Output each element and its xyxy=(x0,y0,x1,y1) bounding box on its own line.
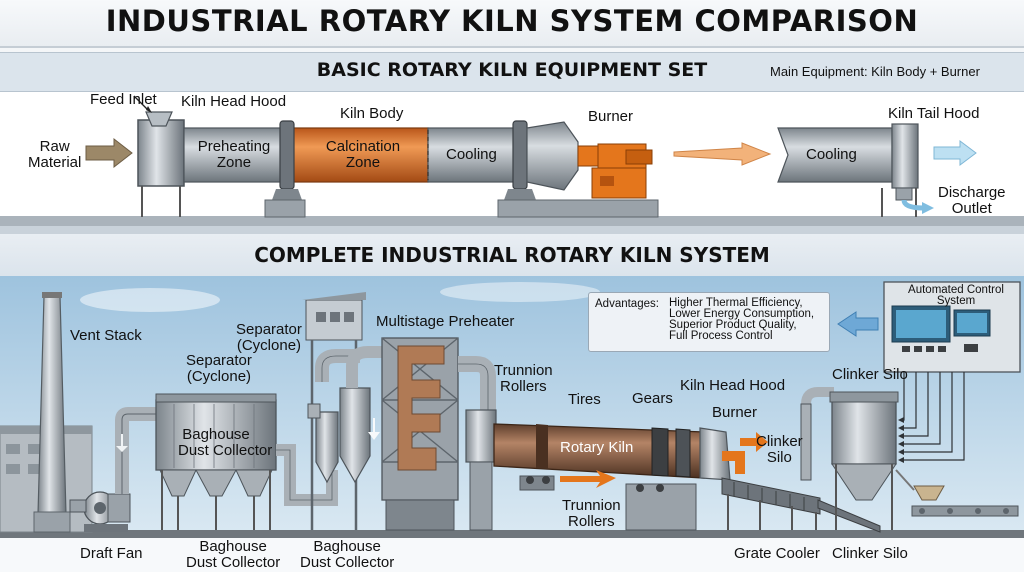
preheater-stages xyxy=(397,345,445,471)
kiln-head-cone xyxy=(526,121,579,191)
kiln-inlet-hood xyxy=(465,409,497,463)
gears-label: Gears xyxy=(632,390,673,407)
discharge-arrow xyxy=(922,202,934,214)
advantages-heading: Advantages: xyxy=(595,298,659,310)
clinker-arrow xyxy=(740,432,768,452)
kiln-body-label: Kiln Body xyxy=(340,105,404,122)
multistage-preheater-label: Multistage Preheater xyxy=(376,313,515,330)
preheating-zone xyxy=(183,127,285,183)
burner-pipe xyxy=(722,451,745,474)
rotary-kiln-label: Rotary Kiln xyxy=(560,439,634,456)
raw-material-arrow xyxy=(85,137,133,169)
kiln-support-left xyxy=(264,199,306,218)
advantage-item: Higher Thermal Efficiency, xyxy=(669,297,803,309)
kiln-tail-hood xyxy=(891,123,919,189)
feed-inlet-hopper xyxy=(145,111,173,127)
baghouse-dust-collector xyxy=(155,399,277,471)
kiln-tire-right xyxy=(512,120,528,190)
tires-label: Tires xyxy=(568,391,601,408)
section-divider xyxy=(0,226,1024,234)
title-band xyxy=(0,0,1024,48)
advantage-item: Superior Product Quality, xyxy=(669,319,797,331)
kiln-head-hood-label-2: Kiln Head Hood xyxy=(680,377,786,394)
separator-left-label: Separator(Cyclone) xyxy=(186,352,252,385)
cooling-label: Cooling xyxy=(446,146,497,163)
clinker-hopper xyxy=(913,485,945,501)
burner-label-2: Burner xyxy=(712,404,758,421)
advantages-list: Higher Thermal Efficiency, Lower Energy … xyxy=(669,297,815,342)
burner-label: Burner xyxy=(588,108,634,125)
kiln-support-right xyxy=(497,199,659,218)
page-title: INDUSTRIAL ROTARY KILN SYSTEM COMPARISON xyxy=(105,4,919,38)
advantage-item: Full Process Control xyxy=(669,330,773,342)
clinker-silo xyxy=(831,399,897,465)
advantage-item: Lower Energy Consumption, xyxy=(669,308,815,320)
tail-cooling-section xyxy=(777,127,893,183)
trunnion-arrow xyxy=(560,470,616,488)
section-complete-band xyxy=(0,234,1024,276)
section-basic-band xyxy=(0,52,1024,92)
clinker-silo-label: Clinker Silo xyxy=(832,545,908,562)
kiln-head-hood-left xyxy=(137,119,185,187)
section-complete-title: COMPLETE INDUSTRIAL ROTARY KILN SYSTEM xyxy=(254,243,770,267)
grate-cooler-label: Grate Cooler xyxy=(734,545,820,562)
kiln-head-hood-label: Kiln Head Hood xyxy=(181,93,287,110)
vent-stack-label: Vent Stack xyxy=(70,327,142,344)
separator-cyclone-left xyxy=(315,411,339,484)
separator-cyclone-right xyxy=(339,387,371,484)
separator-top-label: Separator(Cyclone) xyxy=(236,321,302,354)
advantages-box: Advantages: Higher Thermal Efficiency, L… xyxy=(588,292,830,352)
feed-inlet-label: Feed Inlet xyxy=(90,91,157,108)
kiln-gear xyxy=(651,427,669,477)
kiln-tail-hood-label: Kiln Tail Hood xyxy=(888,105,980,122)
clinker-conveyor xyxy=(911,505,1019,517)
draft-fan-label: Draft Fan xyxy=(80,545,143,562)
tail-cooling-label: Cooling xyxy=(806,146,857,163)
section-basic-title: BASIC ROTARY KILN EQUIPMENT SET xyxy=(316,59,708,81)
grate-cooler xyxy=(721,477,821,515)
clinker-silo-top-label: Clinker Silo xyxy=(832,366,908,383)
control-arrow xyxy=(837,311,879,337)
transition-arrow xyxy=(673,142,772,166)
kiln-tire-left xyxy=(279,120,295,190)
main-equipment-note: Main Equipment: Kiln Body + Burner xyxy=(770,64,980,79)
exit-arrow xyxy=(933,140,977,166)
